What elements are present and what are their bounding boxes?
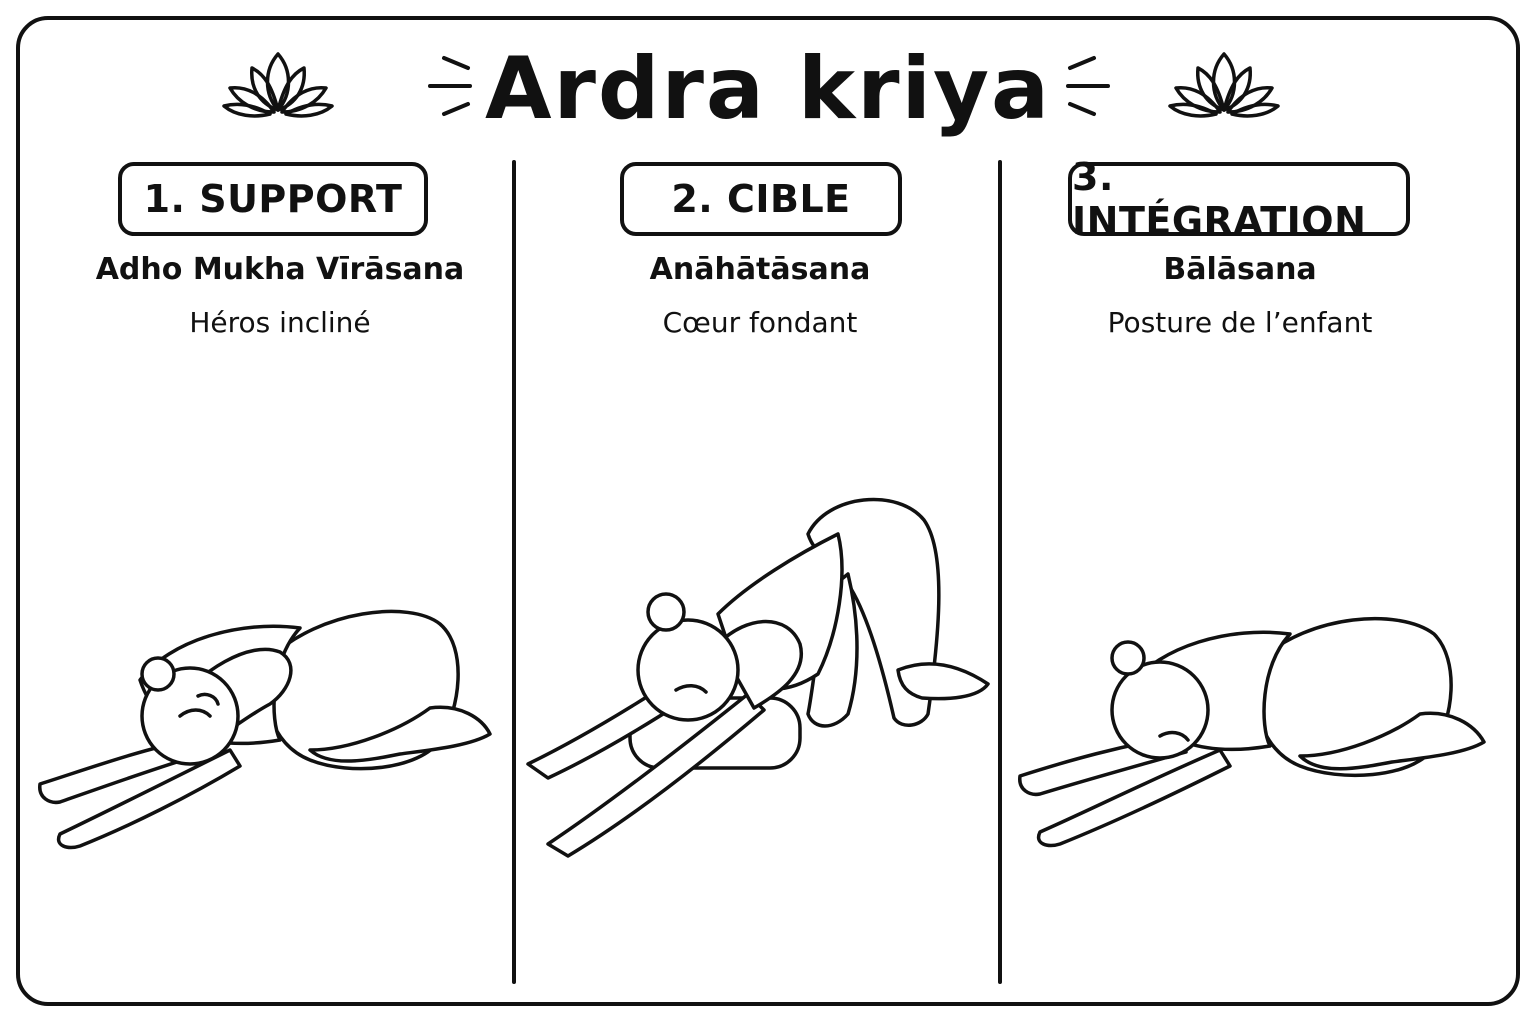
pose-illustration [1010,610,1494,874]
page-title: Ardra kriya [484,39,1052,139]
rays-icon [1066,56,1110,116]
column-divider [512,160,516,984]
lotus-icon [1168,52,1280,118]
pose-name: Anāhātāsana [649,252,871,287]
pose-illustration [518,494,998,868]
pose-name: Bālāsana [1163,252,1317,287]
column-divider [998,160,1002,984]
pose-translation: Héros incliné [189,306,371,339]
step-badge: 1. SUPPORT [118,162,428,236]
pose-name: Adho Mukha Vīrāsana [95,252,465,287]
pose-translation: Posture de l’enfant [1107,306,1373,339]
pose-translation: Cœur fondant [662,306,858,339]
lotus-icon [222,52,334,118]
rays-icon [428,56,472,116]
poster-frame [16,16,1520,1006]
pose-illustration [20,600,500,874]
step-badge: 2. CIBLE [620,162,902,236]
step-badge: 3. INTÉGRATION [1068,155,1410,243]
